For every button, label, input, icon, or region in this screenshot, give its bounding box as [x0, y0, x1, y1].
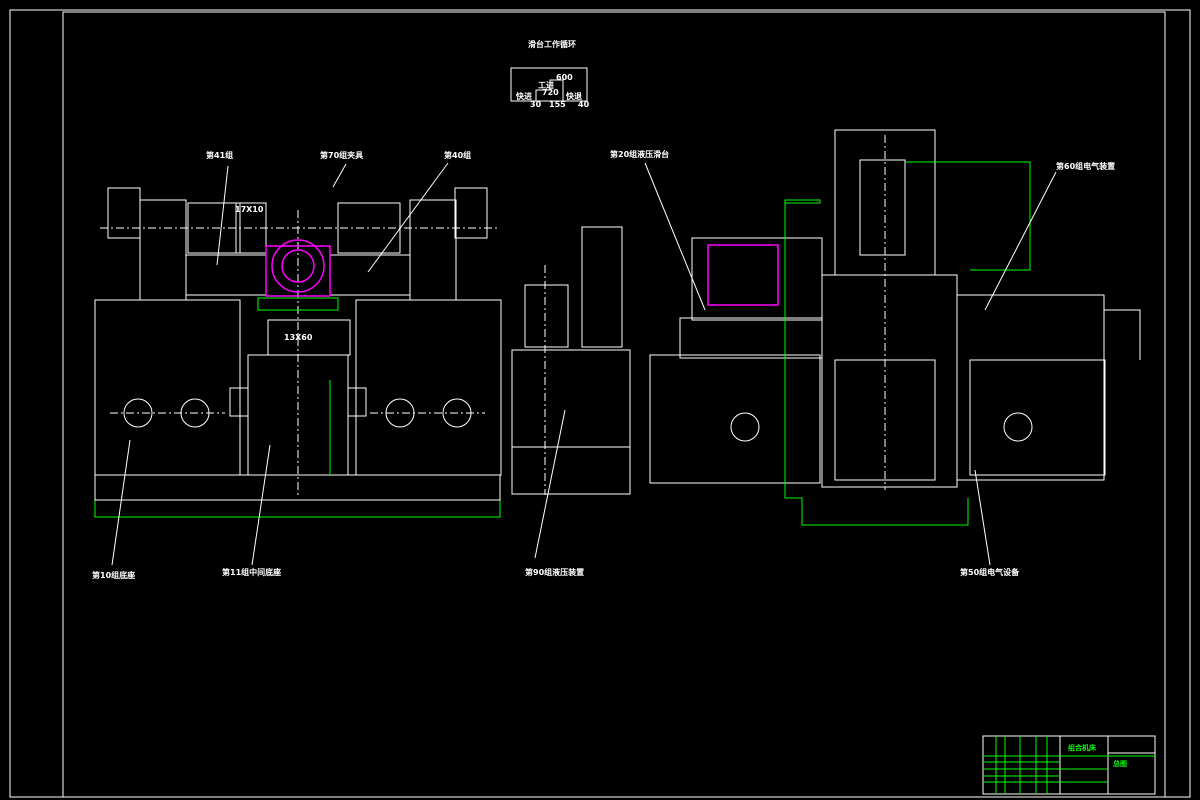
label-fixture: 第70组夹具	[320, 150, 363, 160]
label-hydraulic: 第90组液压装置	[525, 567, 584, 577]
wf-length: 155	[549, 100, 566, 109]
side-view	[649, 129, 1141, 526]
base-left	[94, 299, 241, 476]
label-slide: 第20组液压滑台	[610, 149, 669, 159]
title-block-drawing-title: 总图	[1113, 759, 1127, 768]
label-group41: 第41组	[206, 150, 233, 160]
label-middle-base: 第11组中间底座	[222, 567, 281, 577]
drawing-frame	[62, 11, 1166, 798]
fast-back-label: 快退	[566, 91, 582, 101]
leader-lines	[111, 162, 1057, 566]
outer-border	[9, 9, 1191, 798]
value-a: 600	[556, 73, 573, 82]
title-block-name: 组合机床	[1068, 743, 1097, 752]
total-length: 40	[578, 100, 590, 109]
label-group40: 第40组	[444, 150, 471, 160]
label-electric-equipment: 第50组电气设备	[960, 567, 1020, 577]
label-base: 第10组底座	[92, 570, 135, 580]
dim-center: 13X60	[284, 333, 313, 342]
fast-forward-label: 快进	[516, 91, 532, 101]
front-view: 17X10 13X60	[94, 187, 502, 518]
dim-left: 17X10	[235, 205, 264, 214]
title-block: 组合机床 总图	[982, 735, 1156, 795]
cycle-title: 滑台工作循环	[528, 39, 576, 49]
ff-length: 30	[530, 100, 542, 109]
base-right	[355, 299, 502, 476]
hydraulic-unit	[511, 226, 631, 495]
label-electric: 第60组电气装置	[1056, 161, 1115, 171]
cycle-diagram: 滑台工作循环 快进 工进 快退 30 155 40 600 720	[510, 39, 590, 109]
work-feed-label: 工进	[538, 80, 554, 90]
value-b: 720	[542, 88, 559, 97]
